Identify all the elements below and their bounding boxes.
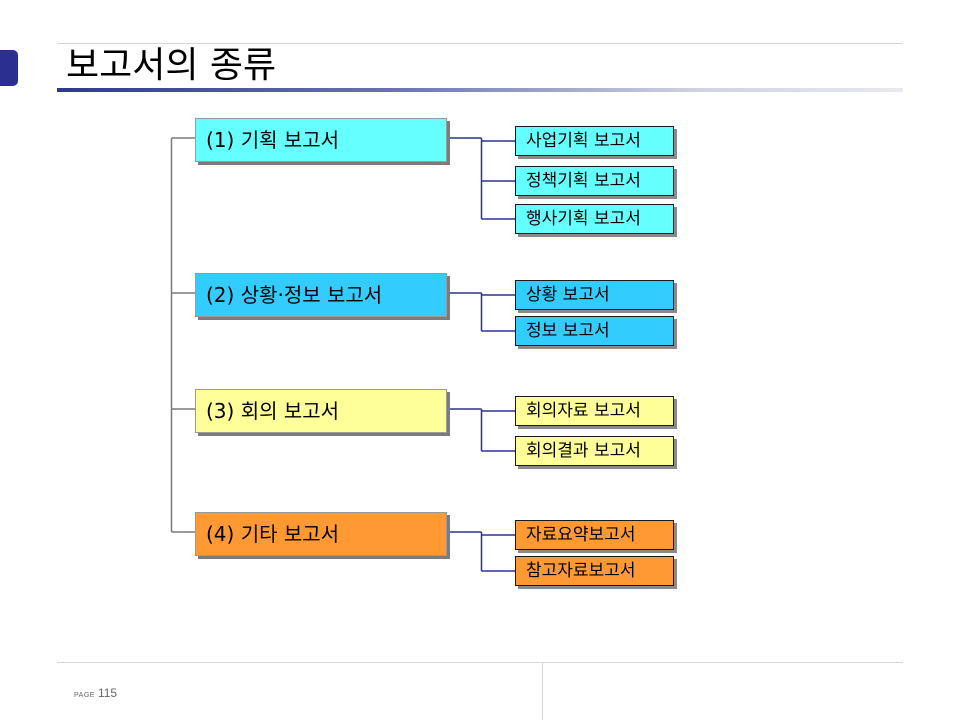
title-underline (57, 88, 903, 92)
subtype-box: 정보 보고서 (515, 316, 674, 346)
subtype-box: 자료요약보고서 (515, 520, 674, 550)
header-top-rule (57, 43, 903, 44)
category-box-situation-info: (2) 상황·정보 보고서 (195, 273, 447, 317)
category-box-meeting: (3) 회의 보고서 (195, 389, 447, 433)
subtype-box: 상황 보고서 (515, 280, 674, 310)
subtype-box: 정책기획 보고서 (515, 166, 674, 196)
footer-divider (542, 662, 543, 720)
page-title: 보고서의 종류 (66, 45, 277, 86)
subtype-box: 회의결과 보고서 (515, 436, 674, 466)
section-tab-marker (0, 50, 18, 86)
footer-rule (57, 662, 903, 663)
page-number-label: PAGE (74, 692, 95, 699)
page-number-value: 115 (97, 686, 118, 700)
subtype-box: 사업기획 보고서 (515, 126, 674, 156)
subtype-box: 회의자료 보고서 (515, 396, 674, 426)
category-box-other: (4) 기타 보고서 (195, 512, 447, 556)
subtype-box: 참고자료보고서 (515, 556, 674, 586)
subtype-box: 행사기획 보고서 (515, 204, 674, 234)
category-box-planning: (1) 기획 보고서 (195, 118, 447, 162)
